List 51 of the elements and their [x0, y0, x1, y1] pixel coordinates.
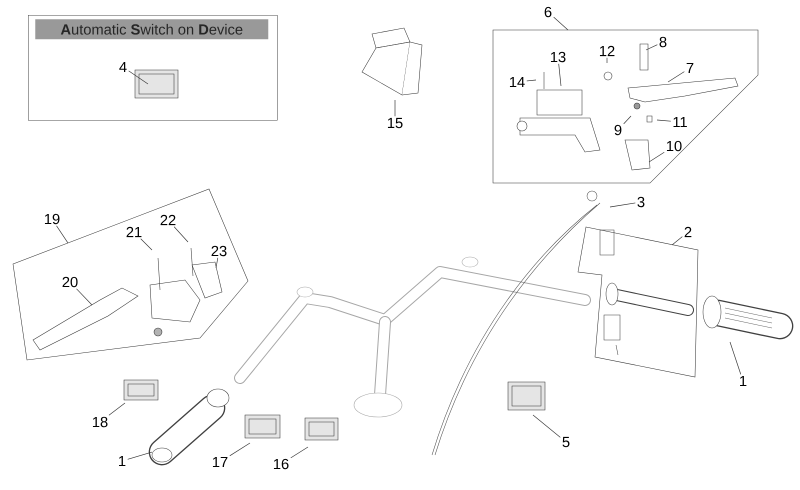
leader-line	[606, 57, 608, 64]
callout-number: 6	[544, 6, 552, 18]
leader-line	[672, 236, 683, 246]
callout-number: 23	[212, 246, 226, 256]
callout-number: 4	[119, 62, 127, 72]
callout-number: 5	[562, 436, 570, 448]
callout-number: 1	[740, 376, 746, 386]
group-frame	[12, 188, 248, 360]
leader-line	[668, 71, 685, 82]
leader-line	[229, 442, 250, 456]
leader-line	[174, 226, 188, 242]
leader-line	[127, 452, 152, 460]
callout-number: 18	[92, 416, 108, 428]
callout-number: 10	[666, 140, 682, 152]
callout-number: 11	[674, 116, 687, 128]
callout-number: 9	[614, 124, 622, 136]
leader-line	[730, 342, 742, 375]
callout-number: 8	[660, 36, 666, 48]
callout-number: 2	[684, 226, 692, 238]
callout-number: 1	[119, 456, 126, 466]
group-frame	[578, 226, 698, 378]
leader-line	[623, 116, 632, 124]
callout-number: 20	[62, 276, 78, 288]
callout-number: 19	[44, 214, 60, 224]
leader-line	[56, 225, 68, 244]
leader-line	[394, 100, 396, 117]
leader-line	[140, 238, 152, 250]
callout-number: 7	[686, 62, 694, 74]
callout-number: 17	[212, 456, 228, 468]
group-frame	[492, 30, 758, 184]
callout-number: 14	[510, 76, 525, 88]
leader-line	[290, 446, 308, 458]
leader-line	[76, 288, 92, 306]
leader-line	[558, 63, 562, 86]
callout-number: 16	[274, 458, 288, 470]
callout-number: 21	[126, 226, 142, 238]
callout-number: 3	[638, 196, 644, 208]
leader-line	[553, 16, 568, 30]
leader-line	[108, 402, 126, 416]
leader-line	[648, 152, 665, 162]
callout-number: 15	[388, 118, 403, 128]
callout-number: 12	[600, 46, 614, 56]
leader-line	[646, 44, 658, 50]
leader-line	[216, 257, 218, 268]
callout-number: 22	[160, 214, 176, 226]
leader-line	[656, 120, 672, 122]
callout-number: 13	[550, 52, 566, 62]
leader-line	[128, 70, 148, 84]
leader-line	[610, 202, 636, 208]
leader-line	[532, 414, 561, 438]
leader-line	[526, 80, 536, 82]
